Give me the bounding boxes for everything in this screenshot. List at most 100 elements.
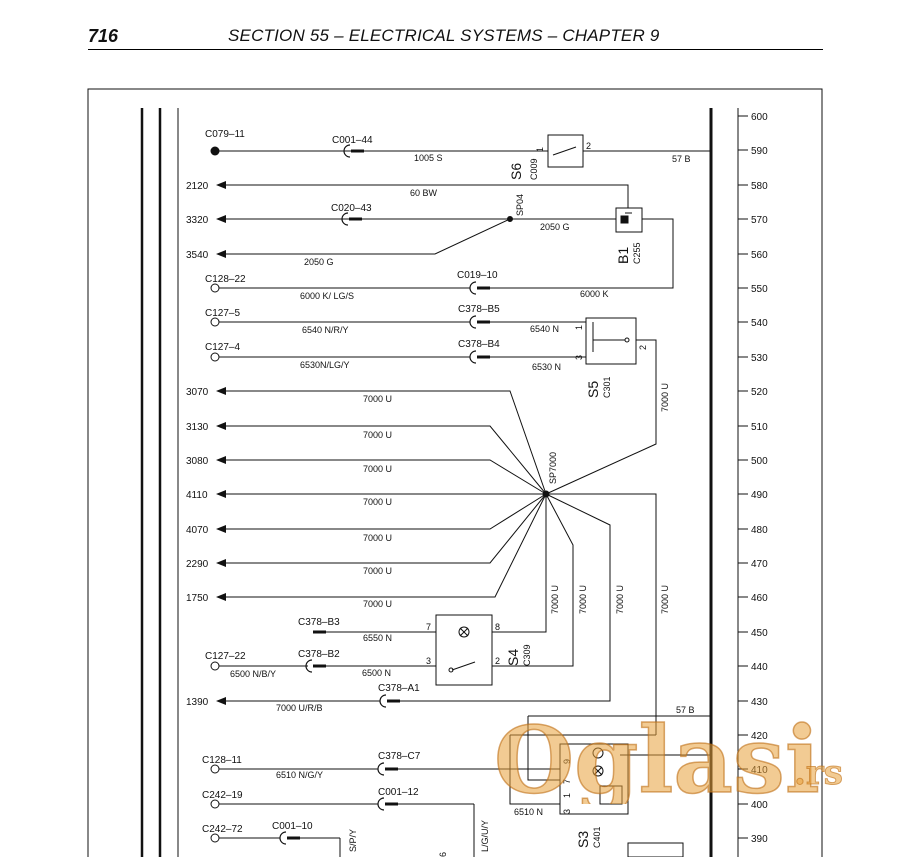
pin-label: 2: [586, 141, 591, 151]
pin-label: 6: [438, 852, 448, 857]
wires: [215, 150, 711, 857]
wire-7000u: 7000 U: [363, 430, 392, 440]
connector-labels: C001–44 C020–43 C019–10 C378–B5 C378–B4 …: [272, 135, 500, 832]
pin-label: 1: [535, 147, 545, 152]
pin-label: 7: [426, 622, 431, 632]
scale-label: 440: [751, 662, 768, 673]
s6-connector: C009: [529, 158, 539, 180]
pin-label: 3: [562, 809, 572, 814]
splice-sp04: [507, 216, 513, 222]
scale-label: 550: [751, 284, 768, 295]
wire-2050g-b: 2050 G: [304, 257, 334, 267]
scale-label: 480: [751, 525, 768, 536]
wire-7000u-vertical: 7000 U: [660, 585, 670, 614]
s4-contact: [451, 661, 476, 671]
scale-label: 520: [751, 387, 768, 398]
junctions: [210, 146, 550, 498]
pin-label: 1: [562, 793, 572, 798]
pin-label: 8: [495, 622, 500, 632]
pin-label: 1: [574, 325, 584, 330]
open-terminals: [210, 283, 220, 843]
wire-labels: 1005 S 57 B 60 BW 2050 G 2050 G 6000 K/ …: [230, 153, 695, 852]
section-title: SECTION 55 – ELECTRICAL SYSTEMS – CHAPTE…: [228, 26, 660, 45]
scale-label: 460: [751, 593, 768, 604]
pin-label: 7: [562, 779, 572, 784]
scale-label: 490: [751, 490, 768, 501]
terminal-2290: 2290: [186, 559, 209, 570]
scale-label: 500: [751, 456, 768, 467]
s3-label: S3: [575, 831, 591, 848]
wire-6530nlgy: 6530N/LG/Y: [300, 360, 350, 370]
b1-label: B1: [615, 247, 631, 264]
connector-c378-b3: C378–B3: [298, 617, 340, 628]
wire-6530n: 6530 N: [532, 362, 561, 372]
b1-element: [620, 215, 629, 224]
wire-6510ngy: 6510 N/G/Y: [276, 770, 323, 780]
wire-7000urb: 7000 U/R/B: [276, 703, 323, 713]
scale-label: 580: [751, 181, 768, 192]
scale-label: 540: [751, 318, 768, 329]
scale-label: 430: [751, 697, 768, 708]
terminal-c242-19: C242–19: [202, 790, 243, 801]
connector-c001-12: C001–12: [378, 787, 419, 798]
s4-label: S4: [505, 649, 521, 666]
connector-c378-a1: C378–A1: [378, 683, 420, 694]
scale-label: 420: [751, 731, 768, 742]
scale-label: 560: [751, 250, 768, 261]
s6-switch-body: [547, 134, 584, 168]
s4-lamp: [458, 626, 470, 638]
s3-switch-body: [559, 743, 629, 815]
s5-label: S5: [585, 381, 601, 398]
s3-connector: C401: [592, 826, 602, 848]
connector-c020-43: C020–43: [331, 203, 372, 214]
terminal-labels: C079–11 2120 3320 3540 C128–22 C127–5 C1…: [186, 129, 246, 835]
bottom-component: [627, 842, 684, 857]
terminal-3070: 3070: [186, 387, 209, 398]
scale-label: 570: [751, 215, 768, 226]
terminal-3540: 3540: [186, 250, 209, 261]
terminal-3130: 3130: [186, 422, 209, 433]
wire-7000u: 7000 U: [363, 566, 392, 576]
s6-contact: [552, 146, 577, 156]
wire-1005s: 1005 S: [414, 153, 443, 163]
connector-c001-44: C001–44: [332, 135, 373, 146]
splice-sp7000: [542, 490, 550, 498]
terminal-c242-72: C242–72: [202, 824, 243, 835]
pin-label: 3: [574, 355, 584, 360]
wire-6540nry: 6540 N/R/Y: [302, 325, 349, 335]
wire-7000u-vertical: 7000 U: [615, 585, 625, 614]
wire-7000u-vertical: 7000 U: [550, 585, 560, 614]
s6-label: S6: [508, 163, 524, 180]
pin-label: 3: [426, 656, 431, 666]
terminal-c127-22: C127–22: [205, 651, 246, 662]
page-number: 716: [88, 26, 119, 46]
wire-6510n: 6510 N: [514, 807, 543, 817]
pin-label: 2: [495, 656, 500, 666]
wire-6000k: 6000 K: [580, 289, 609, 299]
wire-60bw: 60 BW: [410, 188, 438, 198]
terminal-c079-11: C079–11: [205, 129, 245, 140]
connector-c378-b5: C378–B5: [458, 304, 500, 315]
arrowheads: [216, 181, 226, 705]
pin-label: 2: [638, 345, 648, 350]
terminal-3320: 3320: [186, 215, 209, 226]
scale-label: 590: [751, 146, 768, 157]
pin-label: 9: [562, 759, 572, 764]
terminal-4070: 4070: [186, 525, 209, 536]
terminal-3080: 3080: [186, 456, 209, 467]
wire-57b-low: 57 B: [676, 705, 695, 715]
wire-6000k-lgs: 6000 K/ LG/S: [300, 291, 354, 301]
s5-switch-body: [585, 317, 637, 365]
wire-7000u: 7000 U: [363, 599, 392, 609]
terminal-4110: 4110: [186, 490, 208, 501]
wire-lguy: L/G/U/Y: [480, 820, 490, 852]
wire-7000u: 7000 U: [363, 394, 392, 404]
connector-c378-b4: C378–B4: [458, 339, 500, 350]
terminal-2120: 2120: [186, 181, 209, 192]
scale-label: 470: [751, 559, 768, 570]
wire-7000u-vertical: 7000 U: [660, 383, 670, 412]
connector-c378-b2: C378–B2: [298, 649, 340, 660]
wire-6550n: 6550 N: [363, 633, 392, 643]
scale-label: 530: [751, 353, 768, 364]
